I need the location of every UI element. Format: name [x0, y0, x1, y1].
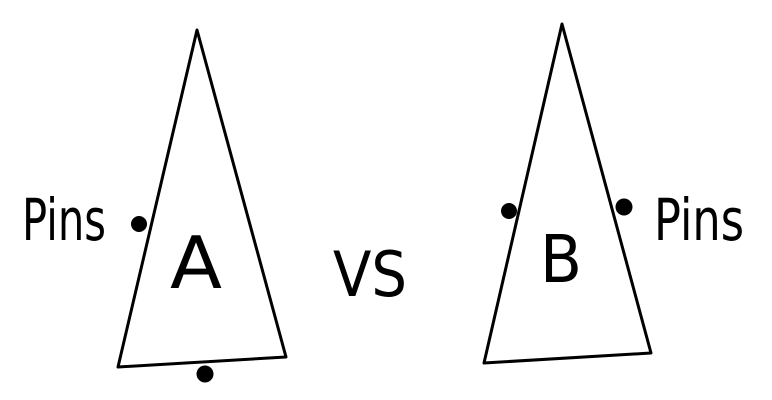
- pins-label-a: Pins: [22, 186, 106, 254]
- pin-b-left: [501, 203, 517, 219]
- pin-a-left: [131, 216, 147, 232]
- triangle-b-group: B Pins: [482, 22, 744, 365]
- triangle-b-outline: [482, 22, 653, 365]
- pin-a-bottom: [196, 365, 214, 383]
- triangle-b-label: B: [540, 221, 582, 298]
- pins-label-b: Pins: [654, 186, 744, 254]
- pin-b-right: [615, 198, 633, 216]
- triangle-a-label: A: [170, 221, 222, 305]
- triangle-a-outline: [116, 28, 288, 369]
- versus-label: VS: [333, 238, 407, 311]
- triangle-a-group: A Pins: [22, 28, 288, 383]
